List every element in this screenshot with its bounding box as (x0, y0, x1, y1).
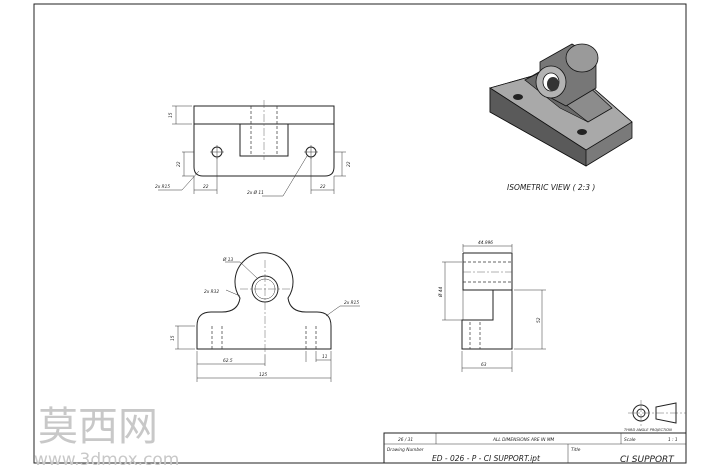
sheet-number: 26 / 31 (398, 437, 413, 443)
third-angle-projection-symbol: THIRD ANGLE PROJECTION (624, 400, 686, 432)
dim-top-edge-right: 22 (320, 184, 326, 190)
drawing-number-label: Drawing Number (387, 447, 424, 453)
dim-front-total-length: 125 (259, 372, 267, 378)
dim-top-height: 15 (168, 112, 174, 118)
title-label: Title (571, 447, 581, 453)
watermark-url: www.3dmox.com (34, 450, 179, 469)
projection-label: THIRD ANGLE PROJECTION (624, 428, 672, 432)
scale-value: 1 : 1 (668, 437, 678, 443)
dimensions-note: ALL DIMENSIONS ARE IN MM (492, 437, 555, 443)
dim-side-top-width: 44.996 (478, 240, 493, 246)
isometric-view: ISOMETRIC VIEW ( 2:3 ) (489, 43, 633, 192)
dim-front-center-offset: 62.5 (223, 358, 233, 364)
isometric-view-label: ISOMETRIC VIEW ( 2:3 ) (507, 183, 595, 192)
dim-top-edge-left: 22 (203, 184, 209, 190)
dim-top-hole-dy-right: 22 (346, 161, 352, 167)
top-view: 15 22 22 22 22 2x R15 2x Ø 11 (155, 100, 352, 197)
dim-front-bore: Ø 13 (222, 256, 233, 263)
dim-front-corner-radius: 2x R15 (344, 300, 359, 306)
scale-label: Scale (624, 437, 636, 443)
dim-front-boss-radius: 2x R32 (204, 289, 219, 295)
dim-front-base-height: 15 (170, 335, 176, 341)
drawing-number: ED - 026 - P - CI SUPPORT.ipt (432, 454, 541, 463)
dim-front-slot-width: 11 (322, 354, 328, 360)
side-view: 44.996 Ø 44 52 63 (437, 240, 546, 372)
drawing-frame (33, 3, 687, 464)
front-view-outline (196, 252, 332, 350)
dim-side-base-width: 63 (481, 362, 487, 368)
dim-top-hole-callout: 2x Ø 11 (247, 189, 264, 196)
dim-side-height: 52 (536, 317, 542, 323)
watermark-chinese: 莫西网 (38, 404, 158, 450)
dim-top-radius-callout: 2x R15 (155, 184, 170, 190)
drawing-title: CI SUPPORT (620, 455, 675, 465)
watermark: 莫西网 www.3dmox.com (34, 404, 179, 470)
top-view-base (193, 124, 335, 177)
front-view: 15 62.5 11 125 Ø 13 2x R32 2x R15 (170, 252, 360, 382)
title-block: 26 / 31 ALL DIMENSIONS ARE IN MM Scale 1… (383, 432, 687, 465)
dim-top-hole-dy-left: 22 (176, 161, 182, 167)
dim-side-boss-dia: Ø 44 (437, 287, 444, 298)
